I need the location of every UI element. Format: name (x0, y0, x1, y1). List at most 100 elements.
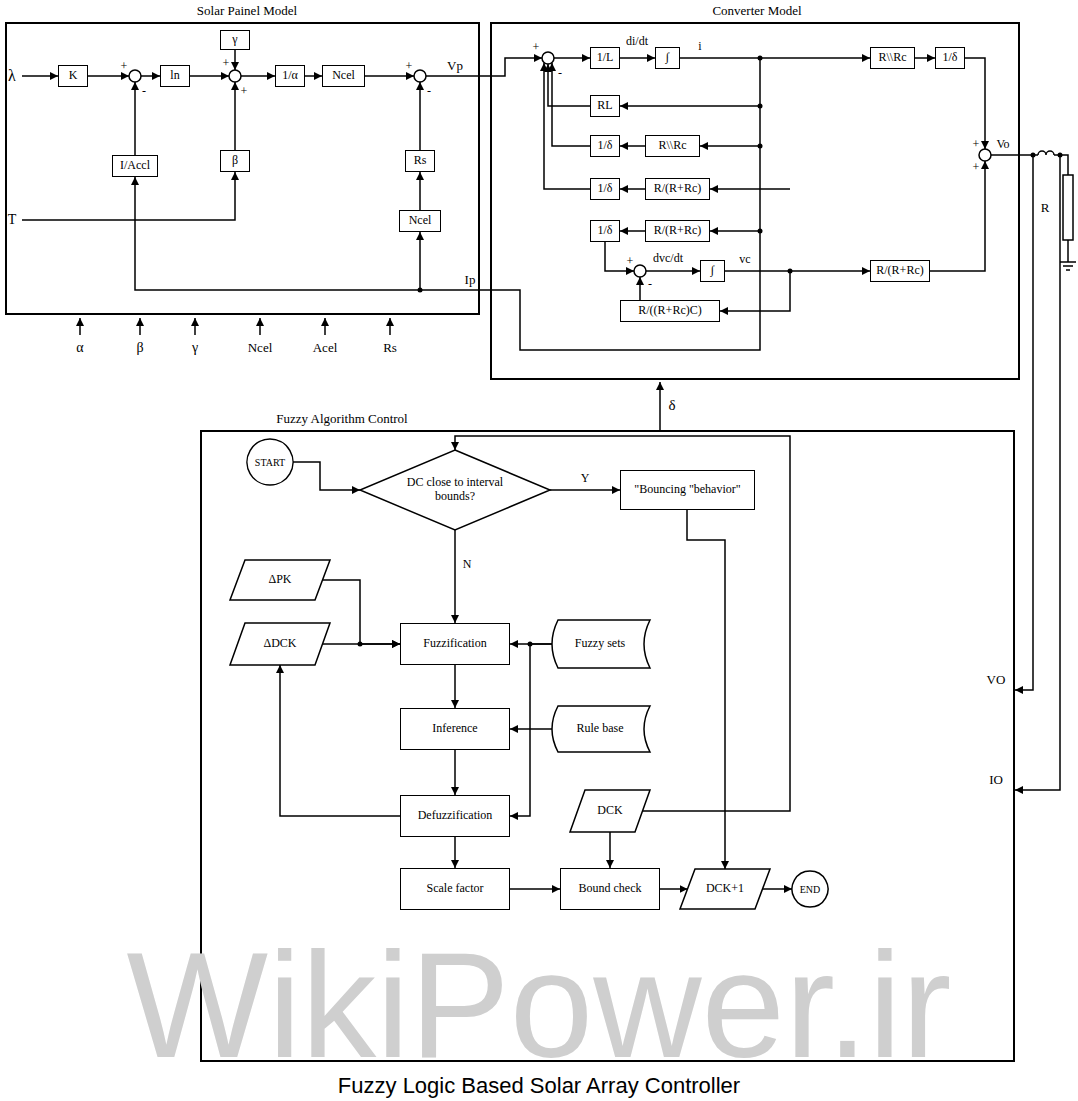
block-label: 1/α (282, 69, 298, 82)
junction-dot (358, 56, 1063, 647)
block-box: Ncel (399, 210, 441, 232)
output-wire (1067, 240, 1069, 262)
block-label: ΔPK (268, 573, 291, 586)
block-box: ln (160, 65, 190, 87)
block-box: R/(R+Rc) (870, 260, 930, 282)
io-parallelogram-outline (570, 790, 650, 832)
flow-connector (305, 75, 322, 77)
block-label: DCK (597, 804, 622, 817)
converter-wire (646, 270, 700, 272)
block-label: Scale factor (427, 882, 484, 895)
converter-wire (544, 58, 1060, 790)
figure-caption: Fuzzy Logic Based Solar Array Controller (338, 1074, 740, 1098)
block-label: ∫ (711, 264, 714, 277)
io-parallelogram: ΔPK (230, 560, 330, 600)
block-label: START (255, 457, 285, 468)
solar-wire (324, 318, 326, 335)
solar-wire (139, 318, 141, 335)
block-box: Ncel (322, 65, 365, 87)
terminal-circle: START (247, 439, 293, 485)
flow-connector (915, 57, 935, 59)
converter-wire (620, 105, 760, 107)
signal-label: - (427, 85, 431, 98)
output-wire (1054, 155, 1068, 175)
output-wire (991, 151, 1076, 270)
summing-junction (979, 149, 991, 161)
block-box: 1/δ (590, 135, 620, 157)
flow-connector (454, 750, 456, 795)
signal-label: di/dt (625, 35, 649, 48)
block-label: Rs (414, 154, 427, 167)
solar-wire (241, 75, 275, 77)
flow-connector (454, 530, 456, 623)
block-box: Scale factor (400, 868, 510, 910)
converter-wire (720, 271, 790, 311)
block-box: 1/δ (590, 178, 620, 200)
block-label: 1/δ (598, 224, 613, 237)
flow-connector (293, 462, 360, 490)
block-label: Ncel (332, 69, 355, 82)
block-label: 1/δ (943, 51, 958, 64)
io-parallelogram: ΔDCK (230, 623, 330, 665)
block-box: R\\Rc (645, 135, 700, 157)
flow-connector (609, 832, 611, 868)
signal-label: γ (192, 340, 198, 355)
signal-label: - (142, 85, 146, 98)
block-box: ∫ (655, 47, 680, 69)
signal-label: vc (738, 253, 751, 266)
block-label: ∫ (666, 51, 669, 64)
block-box: Bound check (560, 868, 660, 910)
signal-label: Ip (465, 273, 476, 287)
block-label: R\\Rc (658, 139, 686, 152)
signal-label: + (121, 60, 128, 73)
solar-wire (419, 82, 421, 150)
summing-junction (129, 70, 141, 82)
flow-connector (323, 643, 401, 645)
flow-connector (620, 145, 645, 147)
junction-dot (758, 104, 763, 109)
solar-wire (365, 75, 414, 77)
solar-wire (259, 318, 261, 335)
junction-dot (1031, 153, 1036, 158)
block-label: Ncel (409, 214, 432, 227)
flow-connector (510, 888, 560, 890)
block-box: ∫ (700, 260, 725, 282)
solar-wire (135, 58, 760, 350)
io-parallelogram-outline (230, 560, 330, 600)
solar-wire (194, 318, 196, 335)
converter-wire (605, 242, 634, 271)
signal-label: + (973, 138, 980, 151)
solar-wire (134, 82, 136, 155)
converter-wire (1015, 155, 1060, 790)
converter-wire (1015, 155, 1033, 690)
flow-connector (660, 888, 688, 890)
data-store: Fuzzy sets (550, 620, 650, 668)
flow-connector (454, 837, 456, 868)
block-box: R/((R+Rc)C) (620, 300, 720, 322)
block-box: R/(R+Rc) (645, 178, 710, 200)
block-box: K (58, 65, 88, 87)
junction-dot (758, 144, 763, 149)
output-wire (1060, 262, 1076, 270)
signal-label: i (697, 40, 702, 53)
signal-label: α (76, 340, 83, 355)
block-box: β (220, 150, 250, 172)
signal-label: + (973, 161, 980, 174)
converter-wire (700, 145, 760, 147)
block-box: 1/L (590, 47, 620, 69)
signal-label: Y (580, 472, 591, 485)
block-box: γ (220, 30, 250, 50)
solar-wire (141, 75, 160, 77)
block-label: 1/δ (598, 182, 613, 195)
signal-label: + (627, 255, 634, 268)
block-box: Rs (405, 150, 435, 172)
model-panel: Converter Model1/L∫R\\Rc1/δRL1/δR\\Rc1/δ… (490, 22, 1020, 380)
block-label: ln (170, 69, 179, 82)
signal-label: + (223, 57, 230, 70)
junction-dot (418, 288, 423, 293)
flow-connector (280, 665, 400, 816)
signal-label: - (648, 278, 652, 291)
terminal-circle-outline (247, 439, 293, 485)
block-label: K (69, 69, 78, 82)
